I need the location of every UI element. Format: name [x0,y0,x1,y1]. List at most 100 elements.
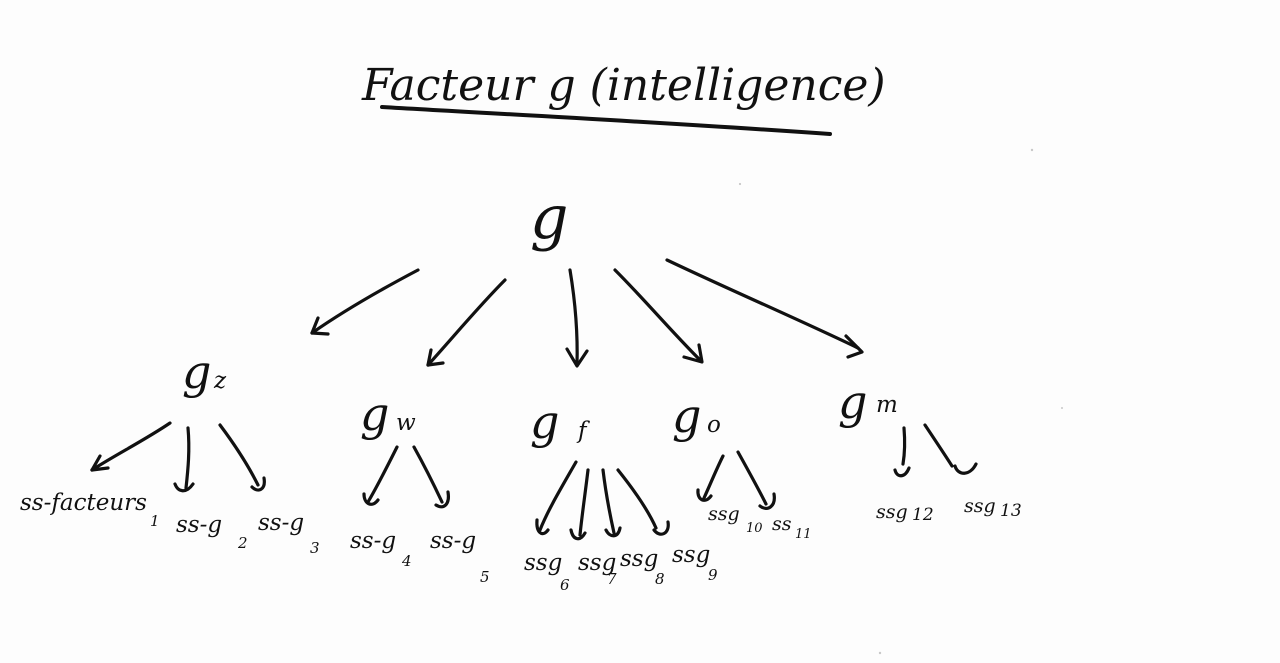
branch-line [601,468,616,535]
subfactor-index: 5 [480,568,490,586]
subfactor-3: ss-g 3 [258,510,320,557]
arrowhead [604,526,622,538]
arrowhead [682,343,704,364]
arrowhead [426,348,445,367]
branch-line [923,423,954,468]
subfactor-6: ssg 6 [524,550,570,594]
subfactor-11: ss 11 [772,513,812,542]
subfactor-2: ss-g 2 [176,512,248,552]
branch-line [412,445,444,504]
subfactor-10: ssg 10 [708,503,763,536]
subfactor-label: ssg [876,501,908,523]
branches-gw [362,445,450,509]
subfactor-1: ss-facteurs 1 [20,490,160,530]
factor-label: g [672,389,701,443]
subfactor-label: ssg [524,550,562,576]
subfactor-9: ssg 9 [672,542,718,584]
subfactor-label: ss-facteurs [20,490,147,516]
arrowhead [696,488,713,502]
arrowhead [565,347,589,368]
factor-gm: g m [838,375,898,429]
arrowhead [173,482,195,493]
subfactor-index: 7 [607,570,617,588]
root-node: g [530,183,568,253]
subfactor-index: 8 [655,570,665,588]
paper-speck [878,651,882,655]
subfactor-index: 2 [237,534,248,552]
factor-gr: g z [182,345,227,399]
branch-line [218,423,260,487]
root-arrows [310,258,864,368]
factor-subscript: o [707,412,721,438]
subfactor-label: ss-g [430,528,476,554]
subfactor-label: ss-g [258,510,304,536]
factor-subscript: f [576,418,590,444]
factor-label: g [360,387,389,441]
subfactor-index: 11 [795,527,812,542]
factor-subscript: w [396,410,416,436]
subfactor-label: ss [772,513,792,535]
branches-gr [90,421,266,493]
subfactor-index: 6 [560,576,570,594]
subfactor-12: ssg 12 [876,501,934,525]
factor-subscript: m [876,392,898,418]
branch-line [702,454,725,500]
branches-go [696,450,776,510]
branch-line [538,460,578,532]
arrowhead [893,466,911,478]
arrow-to-gf [568,268,579,367]
subfactor-8: ssg 8 [620,546,665,588]
arrow-to-go [613,268,702,362]
factor-label: g [530,395,559,449]
branch-line [184,426,191,490]
arrowhead [90,454,110,472]
subfactor-label: ssg [578,550,616,576]
title-underline [380,105,832,136]
arrow-to-gw [426,278,507,367]
arrowhead [569,528,587,541]
subfactor-label: ssg [672,542,710,568]
subfactor-index: 4 [401,552,412,570]
subfactor-label: ss-g [176,512,222,538]
branches-gf [535,460,670,541]
arrowhead [434,490,450,509]
arrowhead [535,518,550,536]
subfactor-index: 1 [150,512,160,530]
arrowhead [250,476,266,492]
branch-line [616,468,658,530]
subfactor-7: ssg 7 [578,550,617,588]
factor-go: g o [672,389,721,443]
arrow-to-gr [310,268,420,335]
factor-label: g [182,345,211,399]
paper-speck [738,182,742,186]
page-title: Facteur g (intelligence) [361,60,886,111]
branch-line [366,445,399,504]
factor-subscript: z [213,368,227,394]
paper-speck [1061,407,1063,409]
branch-line [578,468,590,537]
subfactor-index: 9 [708,566,718,584]
arrowhead [362,492,380,506]
arrowhead [652,520,670,536]
arrowhead [758,492,776,510]
subfactor-13: ssg 13 [964,495,1022,521]
arrowhead [844,334,864,359]
arrow-to-gm [665,258,860,350]
subfactor-label: ssg [620,546,658,572]
factor-gf: g f [530,395,590,449]
branch-line [90,421,172,472]
subfactor-4: ss-g 4 [350,528,412,570]
branches-gm [893,423,978,478]
subfactor-index: 12 [912,505,934,525]
subfactor-index: 13 [1000,501,1022,521]
arrowhead [953,462,978,475]
paper-speck [1030,148,1034,152]
factor-label: g [838,375,867,429]
factor-gw: g w [360,387,416,441]
subfactor-label: ss-g [350,528,396,554]
subfactor-label: ssg [708,503,740,525]
arrowhead [310,316,330,336]
subfactor-5: ss-g 5 [430,528,490,586]
